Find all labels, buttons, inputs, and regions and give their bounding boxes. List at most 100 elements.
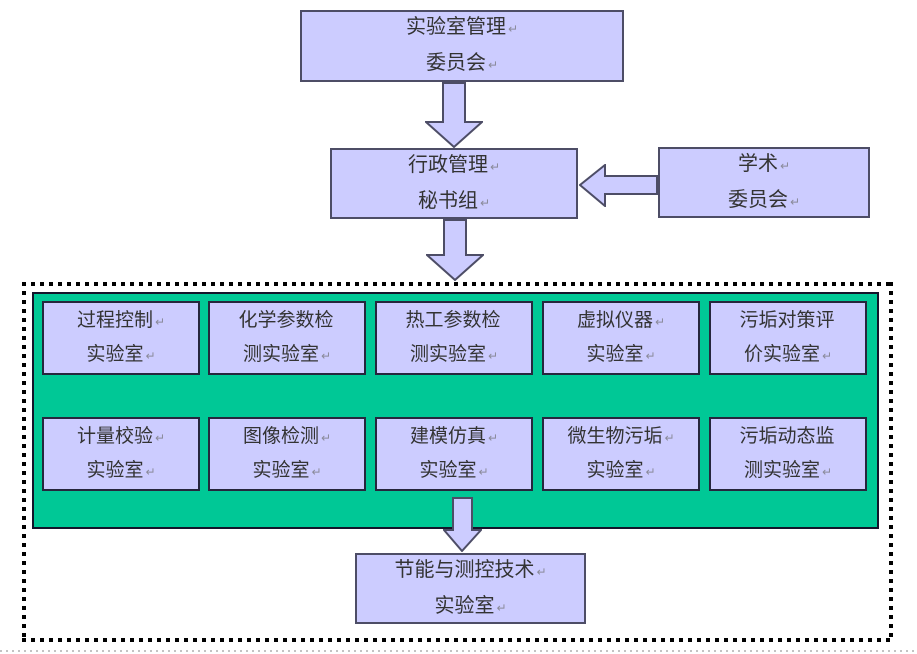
dashed-border-bottom — [22, 638, 893, 642]
return-mark-glyph: ↵ — [821, 349, 833, 363]
node-line: 节能与测控技术↵ — [394, 553, 546, 589]
return-mark-glyph: ↵ — [487, 58, 499, 72]
lab-box-text: 计量校验 — [76, 425, 153, 447]
page-edge-line — [0, 650, 917, 652]
lab-box: 建模仿真↵实验室↵ — [375, 417, 533, 491]
lab-box-text: 实验室 — [419, 459, 477, 481]
node-text: 委员会 — [727, 186, 788, 211]
node-line: 学术↵ — [738, 147, 790, 183]
lab-box: 虚拟仪器↵实验室↵ — [542, 301, 700, 375]
lab-box: 图像检测↵实验室↵ — [208, 417, 366, 491]
return-mark-glyph: ↵ — [145, 349, 156, 363]
down-arrow-connector-admin — [426, 219, 484, 281]
lab-box-line: 实验室↵ — [419, 454, 488, 488]
return-mark-glyph: ↵ — [664, 431, 675, 445]
node-line: 实验室↵ — [434, 589, 506, 625]
node-academic-committee: 学术↵ 委员会↵ — [658, 147, 870, 218]
lab-box: 过程控制↵实验室↵ — [42, 301, 200, 375]
lab-box-line: 计量校验↵ — [77, 420, 165, 454]
lab-box-text: 污垢对策评 — [739, 309, 835, 331]
lab-box-line: 虚拟仪器↵ — [577, 304, 665, 338]
lab-box-text: 实验室 — [586, 459, 644, 481]
lab-box-line: 热工参数检 — [405, 304, 502, 338]
node-text: 实验室管理 — [405, 14, 506, 38]
node-lab-management-committee: 实验室管理↵ 委员会↵ — [300, 10, 624, 82]
dashed-border-top — [22, 282, 893, 286]
lab-box: 计量校验↵实验室↵ — [42, 417, 200, 491]
return-mark-glyph: ↵ — [320, 349, 332, 363]
lab-box-line: 化学参数检 — [238, 304, 335, 338]
node-energy-measurement-lab: 节能与测控技术↵ 实验室↵ — [355, 553, 586, 624]
lab-box: 热工参数检测实验室↵ — [375, 301, 533, 375]
dashed-border-right — [889, 282, 893, 642]
return-mark-glyph: ↵ — [320, 431, 332, 445]
lab-box-text: 测实验室 — [743, 459, 820, 481]
return-mark-glyph: ↵ — [154, 315, 166, 329]
lab-box-text: 建模仿真 — [409, 425, 486, 447]
lab-box-line: 过程控制↵ — [77, 304, 165, 338]
return-mark-glyph: ↵ — [779, 158, 791, 173]
lab-box-line: 测实验室↵ — [744, 454, 832, 488]
lab-box-text: 实验室 — [586, 343, 644, 365]
node-line: 秘书组↵ — [418, 184, 490, 220]
lab-box-text: 测实验室 — [409, 343, 486, 365]
lab-box-line: 污垢对策评 — [739, 304, 836, 338]
dashed-border-left — [22, 282, 26, 642]
return-mark-glyph: ↵ — [654, 315, 666, 329]
lab-box-text: 热工参数检 — [405, 309, 501, 331]
lab-box-line: 实验室↵ — [86, 338, 155, 372]
return-mark-glyph: ↵ — [645, 465, 656, 479]
lab-box-text: 测实验室 — [242, 343, 319, 365]
return-mark-glyph: ↵ — [145, 465, 156, 479]
return-mark-glyph: ↵ — [311, 465, 322, 479]
lab-box-text: 污垢动态监 — [739, 425, 835, 447]
node-line: 委员会↵ — [426, 46, 498, 82]
lab-box-line: 测实验室↵ — [410, 338, 498, 372]
return-mark-glyph: ↵ — [496, 600, 507, 615]
node-line: 实验室管理↵ — [406, 10, 518, 46]
lab-box-line: 实验室↵ — [586, 338, 655, 372]
lab-box-text: 实验室 — [86, 343, 144, 365]
node-line: 委员会↵ — [728, 183, 800, 219]
lab-box: 化学参数检测实验室↵ — [208, 301, 366, 375]
lab-box-line: 污垢动态监 — [739, 420, 836, 454]
lab-box: 污垢对策评价实验室↵ — [709, 301, 867, 375]
lab-box-text: 过程控制 — [76, 309, 153, 331]
lab-box-line: 实验室↵ — [86, 454, 155, 488]
node-text: 委员会 — [425, 50, 486, 74]
lab-box-line: 建模仿真↵ — [410, 420, 498, 454]
lab-box-line: 价实验室↵ — [744, 338, 832, 372]
lab-box-line: 微生物污垢↵ — [567, 420, 674, 454]
lab-box-line: 实验室↵ — [252, 454, 321, 488]
return-mark-glyph: ↵ — [821, 465, 833, 479]
return-mark-glyph: ↵ — [536, 564, 547, 579]
lab-box: 污垢动态监测实验室↵ — [709, 417, 867, 491]
node-text: 节能与测控技术 — [394, 556, 535, 581]
return-mark-glyph: ↵ — [789, 194, 801, 209]
lab-box-text: 微生物污垢 — [567, 425, 663, 447]
down-arrow-connector-labs — [443, 497, 482, 552]
node-admin-secretary-group: 行政管理↵ 秘书组↵ — [330, 148, 578, 219]
return-mark-glyph: ↵ — [487, 431, 499, 445]
lab-box-text: 化学参数检 — [238, 309, 334, 331]
node-text: 学术 — [737, 150, 778, 175]
down-arrow-connector-top — [425, 82, 483, 148]
return-mark-glyph: ↵ — [487, 349, 499, 363]
left-arrow-connector-academic — [579, 164, 658, 207]
return-mark-glyph: ↵ — [154, 431, 166, 445]
lab-box-text: 实验室 — [252, 459, 310, 481]
return-mark-glyph: ↵ — [645, 349, 656, 363]
lab-box-line: 实验室↵ — [586, 454, 655, 488]
lab-box-text: 虚拟仪器 — [576, 309, 653, 331]
lab-box: 微生物污垢↵实验室↵ — [542, 417, 700, 491]
return-mark-glyph: ↵ — [507, 22, 519, 36]
lab-box-text: 图像检测 — [242, 425, 319, 447]
lab-box-text: 价实验室 — [743, 343, 820, 365]
node-text: 实验室 — [434, 592, 495, 617]
return-mark-glyph: ↵ — [478, 465, 489, 479]
lab-box-line: 图像检测↵ — [243, 420, 331, 454]
node-text: 行政管理 — [407, 151, 488, 176]
node-text: 秘书组 — [417, 187, 478, 212]
